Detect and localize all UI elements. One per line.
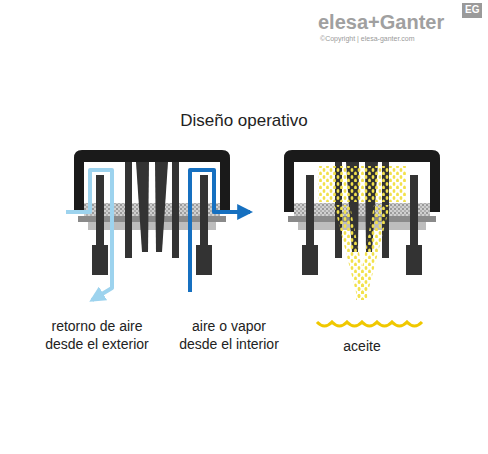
oil-droplets xyxy=(318,166,406,300)
diagram-title: Diseño operativo xyxy=(0,110,488,131)
flow-label: aire o vapor desde el interior xyxy=(174,318,284,353)
oil-label: aceite xyxy=(330,338,394,356)
oil-surface xyxy=(317,322,422,326)
flow-label: retorno de aire desde el exterior xyxy=(38,318,156,353)
air-return-arrow xyxy=(66,170,112,300)
copyright-note: ©Copyright | elesa-ganter.com xyxy=(320,35,415,44)
brand-badge: EG xyxy=(462,3,482,18)
breather-cap-section xyxy=(284,150,440,275)
vapour-out-arrow xyxy=(190,170,250,292)
brand-logo: elesa+Ganter xyxy=(318,10,444,35)
